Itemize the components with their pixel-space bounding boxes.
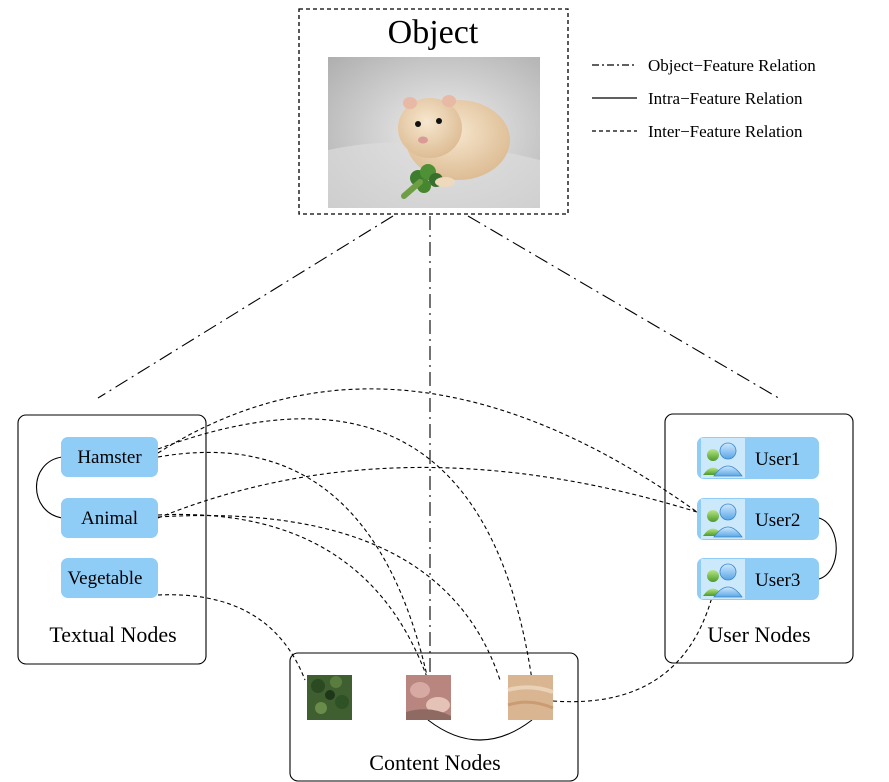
legend-label-inter-feature: Inter−Feature Relation: [648, 122, 803, 141]
user-avatar-icon: [701, 559, 745, 599]
edge-vegetable-content1: [157, 594, 306, 681]
content-nodes-label: Content Nodes: [369, 750, 500, 775]
edge-object-textual: [97, 215, 394, 399]
textual-node-animal: Animal: [61, 498, 158, 538]
object-feature-edges: [97, 215, 783, 680]
textual-node-vegetable-label: Vegetable: [68, 568, 143, 589]
intra-edge-user2-user3: [818, 517, 837, 580]
content-nodes-panel: Content Nodes: [289, 652, 579, 782]
edge-object-user: [467, 215, 783, 401]
object-box: [298, 8, 569, 215]
user-node-3: User3: [697, 558, 819, 600]
edge-animal-user2: [157, 466, 698, 519]
hamster-photo: [328, 57, 540, 208]
textual-nodes-box: [17, 414, 207, 665]
user-avatar-icon: [701, 438, 745, 478]
textual-node-hamster-label: Hamster: [77, 447, 142, 468]
edge-hamster-user2: [157, 388, 698, 513]
user-node-2-label: User2: [755, 510, 800, 531]
legend: Object−Feature Relation Intra−Feature Re…: [592, 56, 816, 141]
broccoli-in-photo: [401, 164, 443, 199]
user-node-2: User2: [697, 498, 819, 540]
user-node-1-label: User1: [755, 449, 800, 470]
textual-node-animal-label: Animal: [81, 508, 138, 529]
legend-label-intra-feature: Intra−Feature Relation: [648, 89, 803, 108]
object-title: Object: [388, 14, 479, 51]
user-node-3-label: User3: [755, 570, 800, 591]
textual-node-hamster: Hamster: [61, 437, 158, 477]
user-nodes-panel: User1 User2 User3 User N: [664, 413, 854, 664]
hamster-face-patch-icon: [406, 675, 451, 720]
user-nodes-label: User Nodes: [707, 622, 810, 647]
legend-label-object-feature: Object−Feature Relation: [648, 56, 816, 75]
edge-hamster-content2: [157, 451, 429, 681]
content-nodes-box: [289, 652, 579, 782]
hamster-fur-patch-icon: [507, 675, 554, 720]
textual-nodes-label: Textual Nodes: [49, 622, 176, 647]
intra-edge-content2-content3: [427, 719, 533, 741]
object-panel: Object: [298, 8, 569, 215]
user-nodes-box: [664, 413, 854, 664]
edge-content3-user3: [552, 596, 713, 703]
user-node-1: User1: [697, 437, 819, 479]
user-avatar-icon: [701, 499, 745, 539]
edge-hamster-content3: [157, 418, 533, 681]
edge-animal-content3: [157, 514, 501, 681]
textual-nodes-panel: Hamster Animal Vegetable Textual Nodes: [17, 414, 207, 665]
intra-edge-hamster-animal: [36, 456, 63, 519]
broccoli-patch-icon: [307, 675, 352, 720]
textual-node-vegetable: Vegetable: [61, 558, 158, 598]
inter-feature-edges: [157, 388, 713, 703]
